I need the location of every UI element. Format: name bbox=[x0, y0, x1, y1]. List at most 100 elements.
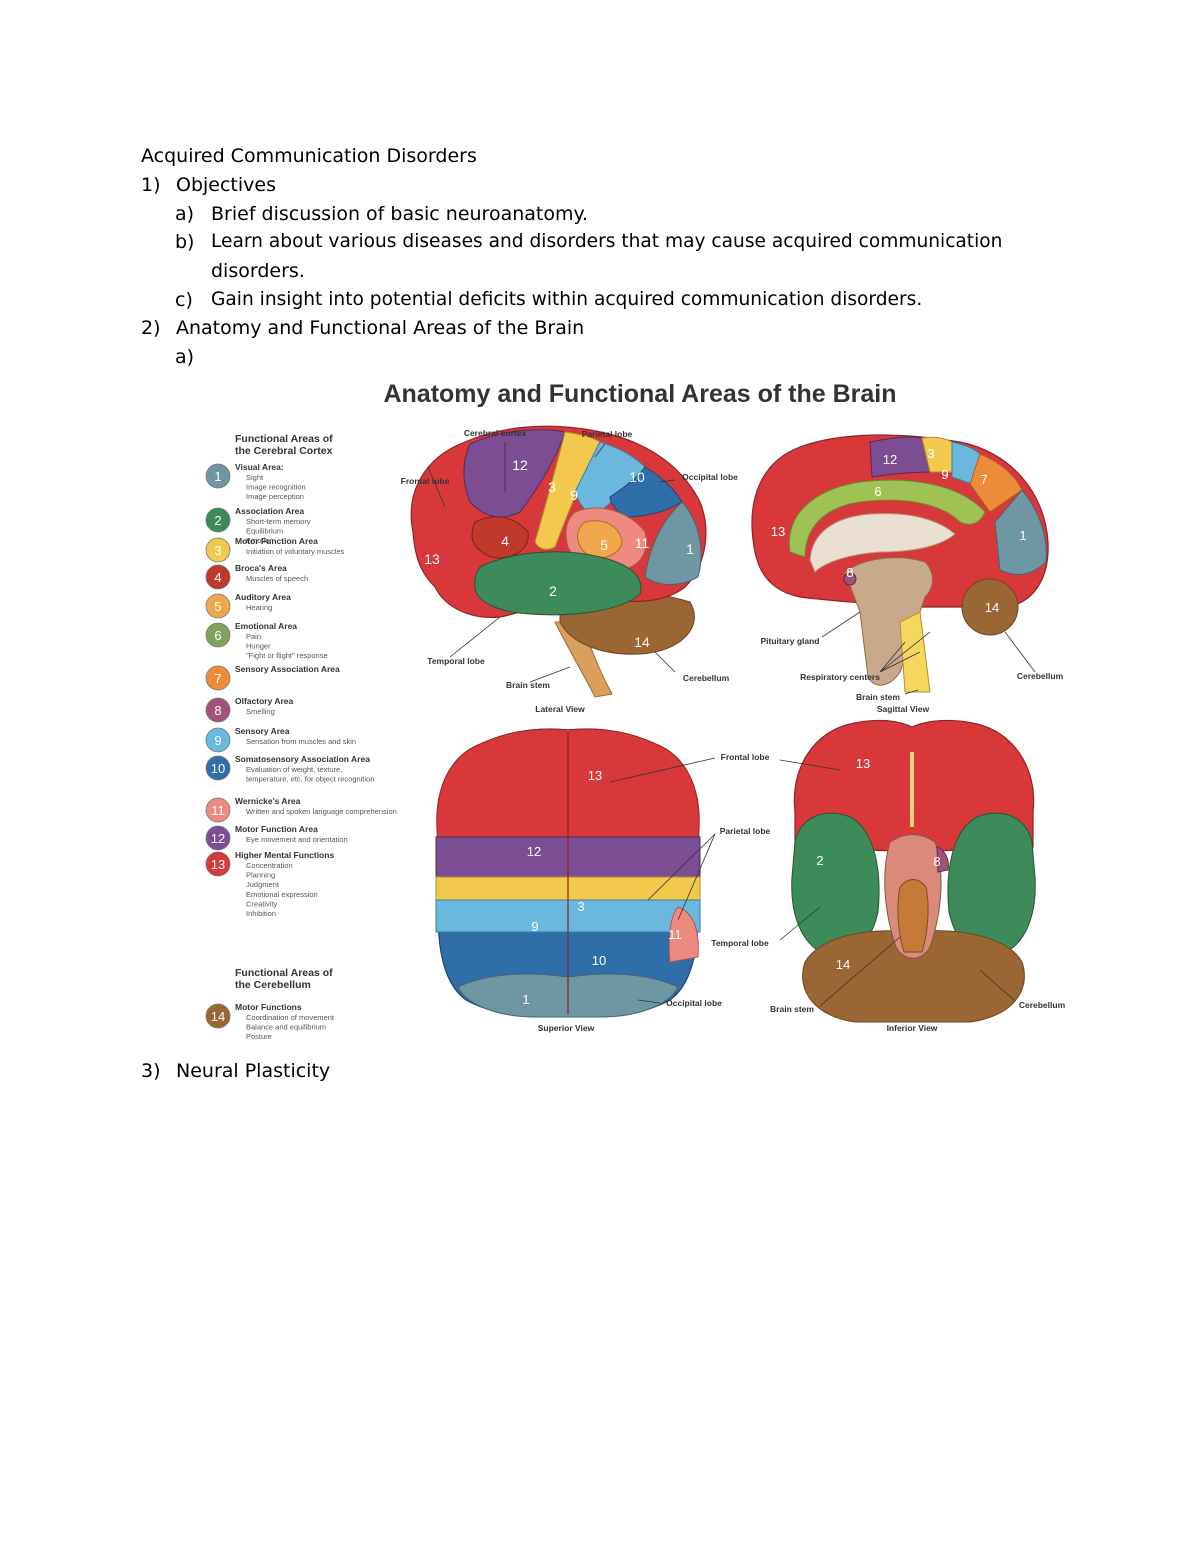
label-brain-stem-sagittal: Brain stem bbox=[856, 692, 900, 702]
legend-number: 6 bbox=[214, 628, 221, 643]
legend-area-description: Creativity bbox=[246, 899, 278, 908]
region-number-label: 6 bbox=[874, 484, 881, 499]
region-number-label: 12 bbox=[883, 452, 897, 467]
legend-area-description: Hearing bbox=[246, 603, 272, 612]
brain-figure-svg: Anatomy and Functional Areas of the Brai… bbox=[205, 380, 1066, 1040]
lateral-area-3 bbox=[534, 431, 601, 550]
label-cerebral-cortex: Cerebral cortex bbox=[464, 428, 527, 438]
region-number-label: 14 bbox=[634, 634, 650, 650]
item-text: Brief discussion of basic neuroanatomy. bbox=[211, 203, 589, 225]
legend-area-description: Short-term memory bbox=[246, 517, 311, 526]
inferior-area-2-right bbox=[947, 812, 1036, 957]
region-number-label: 13 bbox=[424, 551, 440, 567]
section-anatomy: 2) Anatomy and Functional Areas of the B… bbox=[141, 316, 1041, 340]
region-number-label: 11 bbox=[668, 927, 682, 942]
region-number-label: 8 bbox=[933, 854, 940, 869]
list-item: b) Learn about various diseases and diso… bbox=[175, 230, 1075, 254]
label-brain-stem: Brain stem bbox=[506, 680, 550, 690]
legend-area-description: Evaluation of weight, texture, bbox=[246, 765, 342, 774]
section-heading: Neural Plasticity bbox=[176, 1060, 331, 1082]
legend-swatch bbox=[205, 755, 231, 781]
legend-number: 10 bbox=[211, 761, 225, 776]
legend-area-description: Pain bbox=[246, 632, 261, 641]
inferior-area-8 bbox=[936, 846, 949, 873]
region-number-label: 3 bbox=[548, 479, 556, 495]
section-number: 2) bbox=[141, 317, 161, 339]
region-number-label: 1 bbox=[522, 992, 529, 1007]
section-number: 3) bbox=[141, 1060, 161, 1082]
label-frontal-lobe: Frontal lobe bbox=[401, 476, 450, 486]
legend-swatch bbox=[205, 727, 231, 753]
legend-area-description: "Fight or flight" response bbox=[246, 651, 328, 660]
legend-area-name: Wernicke's Area bbox=[235, 796, 301, 806]
legend-area-description: Inhibition bbox=[246, 909, 276, 918]
lateral-area-2 bbox=[474, 551, 642, 616]
legend-area-description: Planning bbox=[246, 871, 275, 880]
inferior-area-14 bbox=[802, 930, 1025, 1023]
region-number-label: 9 bbox=[570, 487, 578, 503]
list-item: c) Gain insight into potential deficits … bbox=[175, 288, 1075, 312]
region-number-label: 9 bbox=[941, 467, 948, 482]
legend-area-name: Sensory Association Area bbox=[235, 664, 340, 674]
region-number-label: 7 bbox=[980, 472, 987, 487]
section-neural-plasticity: 3) Neural Plasticity bbox=[141, 1059, 1041, 1083]
legend-swatch bbox=[205, 665, 231, 691]
region-number-label: 1 bbox=[1019, 528, 1026, 543]
region-number-label: 2 bbox=[549, 583, 557, 599]
label-parietal-lobe-superior: Parietal lobe bbox=[720, 826, 771, 836]
lateral-view-caption: Lateral View bbox=[535, 704, 585, 714]
region-number-label: 12 bbox=[512, 457, 528, 473]
sagittal-midbrain bbox=[844, 557, 933, 686]
legend-cerebellum-title: Functional Areas of bbox=[235, 967, 333, 979]
legend-number: 3 bbox=[214, 543, 221, 558]
legend-area-name: Visual Area: bbox=[235, 462, 284, 472]
section-heading: Objectives bbox=[176, 174, 276, 196]
legend-swatch bbox=[205, 463, 231, 489]
legend-number: 1 bbox=[214, 469, 221, 484]
sagittal-view-caption: Sagittal View bbox=[877, 704, 930, 714]
document-title: Acquired Communication Disorders bbox=[141, 145, 477, 167]
legend-swatch bbox=[205, 593, 231, 619]
legend-area-description: Initiation of voluntary muscles bbox=[246, 547, 345, 556]
legend-number: 11 bbox=[211, 803, 225, 818]
section-number: 1) bbox=[141, 174, 161, 196]
lateral-area-1 bbox=[644, 501, 702, 585]
sagittal-area-6 bbox=[788, 479, 986, 558]
legend-area-name: Association Area bbox=[235, 506, 304, 516]
legend-area-name: Broca's Area bbox=[235, 563, 287, 573]
list-item: a) Brief discussion of basic neuroanatom… bbox=[175, 202, 1075, 226]
legend-area-name: Motor Functions bbox=[235, 1002, 302, 1012]
item-marker: b) bbox=[175, 231, 195, 253]
lateral-area-4 bbox=[471, 516, 529, 559]
label-cerebellum-inferior: Cerebellum bbox=[1019, 1000, 1066, 1010]
label-cerebellum: Cerebellum bbox=[683, 673, 730, 683]
inferior-leader-lines bbox=[779, 759, 1016, 1007]
region-number-label: 13 bbox=[588, 768, 602, 783]
legend-area-description: Written and spoken language comprehensio… bbox=[246, 807, 397, 816]
region-number-label: 4 bbox=[501, 533, 509, 549]
label-respiratory-centers: Respiratory centers bbox=[800, 672, 880, 682]
sagittal-area-14 bbox=[961, 578, 1019, 636]
region-number-label: 11 bbox=[635, 535, 650, 551]
legend-number: 2 bbox=[214, 513, 221, 528]
legend-area-name: Motor Function Area bbox=[235, 536, 318, 546]
region-number-label: 13 bbox=[771, 524, 785, 539]
section-objectives: 1) Objectives bbox=[141, 173, 1041, 197]
legend-swatch bbox=[205, 797, 231, 823]
legend-area-description: Coordination of movement bbox=[246, 1013, 335, 1022]
legend-area-name: Sensory Area bbox=[235, 726, 290, 736]
legend-number: 13 bbox=[211, 857, 225, 872]
